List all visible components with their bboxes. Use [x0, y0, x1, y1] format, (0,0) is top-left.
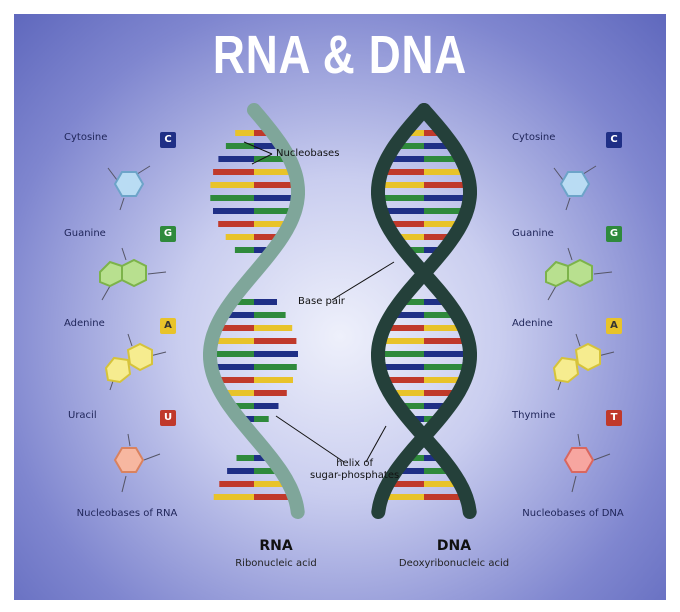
helix-backbone-line-2: sugar-phosphates: [310, 470, 399, 482]
rna-title: RNA: [216, 538, 336, 554]
helix-backbone-annotation: helix of sugar-phosphates: [310, 458, 399, 482]
dna-helix: [378, 110, 470, 512]
helix-backbone-line-1: helix of: [310, 458, 399, 470]
rna-subtitle: Ribonucleic acid: [196, 558, 356, 569]
rna-helix: [210, 110, 298, 512]
dna-title: DNA: [394, 538, 514, 554]
dna-subtitle: Deoxyribonucleic acid: [374, 558, 534, 569]
diagram-panel: RNA & DNA Cytosine C Guanine G Adenine A…: [14, 14, 666, 600]
base-pair-annotation: Base pair: [298, 296, 345, 308]
nucleobases-annotation: Nucleobases: [276, 148, 339, 160]
